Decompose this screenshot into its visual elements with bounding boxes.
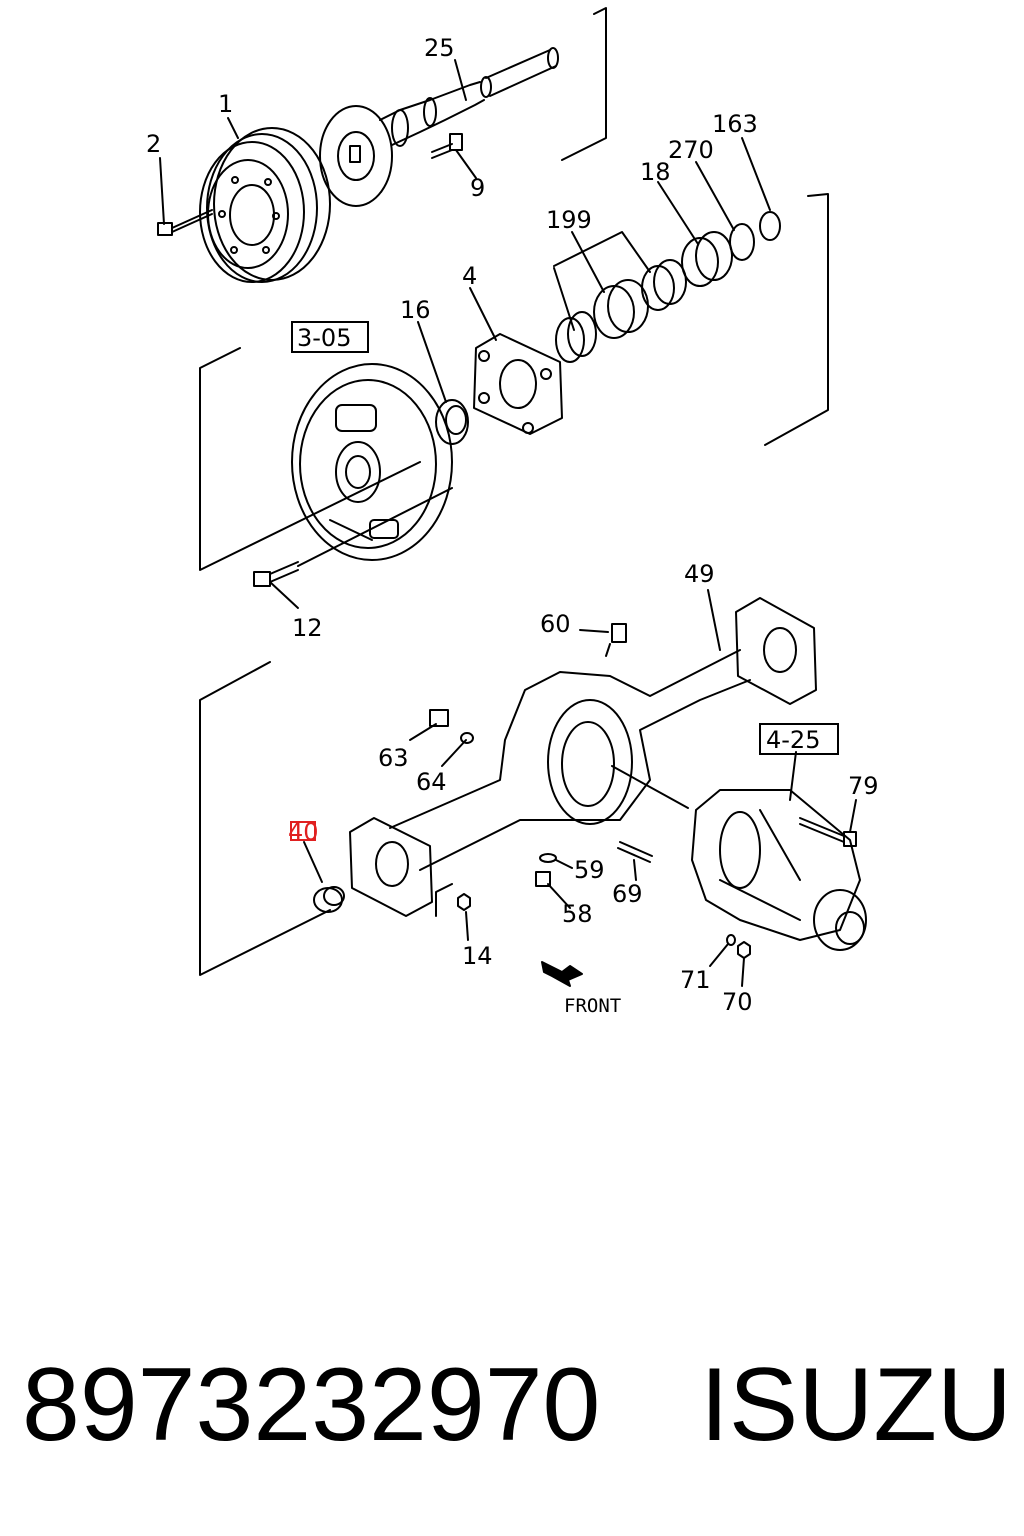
callout-79: 79 bbox=[848, 772, 879, 800]
housing-nut bbox=[457, 893, 471, 911]
callout-69: 69 bbox=[612, 880, 643, 908]
callout-12: 12 bbox=[292, 614, 323, 642]
ref-box-3-05 bbox=[291, 321, 369, 353]
brand-name: ISUZU bbox=[700, 1347, 1012, 1463]
brake-assembly bbox=[291, 363, 453, 561]
ref-box-4-25-label: 4-25 bbox=[766, 726, 820, 754]
callout-163: 163 bbox=[712, 110, 758, 138]
axle-housing bbox=[349, 597, 817, 917]
bracket-lines bbox=[199, 7, 829, 976]
callout-25: 25 bbox=[424, 34, 455, 62]
part-number: 8973232970 bbox=[22, 1347, 601, 1463]
callout-4: 4 bbox=[462, 262, 477, 290]
brake-bolt bbox=[253, 561, 299, 587]
callout-2: 2 bbox=[146, 130, 161, 158]
bearing-retainer bbox=[473, 333, 563, 435]
carrier-stud bbox=[617, 841, 653, 863]
callout-49: 49 bbox=[684, 560, 715, 588]
callout-40: 40 bbox=[288, 818, 319, 846]
ref-box-4-25 bbox=[759, 723, 839, 755]
callout-59: 59 bbox=[574, 856, 605, 884]
bearing-set bbox=[555, 211, 781, 363]
axle-shaft bbox=[319, 47, 559, 207]
callout-63: 63 bbox=[378, 744, 409, 772]
leader-lines bbox=[159, 59, 857, 987]
ref-box-3-05-label: 3-05 bbox=[297, 324, 351, 352]
wheel-stud bbox=[431, 133, 463, 159]
callout-14: 14 bbox=[462, 942, 493, 970]
carrier-nuts bbox=[726, 934, 751, 959]
callout-1: 1 bbox=[218, 90, 233, 118]
callout-64: 64 bbox=[416, 768, 447, 796]
callout-18: 18 bbox=[640, 158, 671, 186]
front-arrow-icon bbox=[541, 961, 583, 987]
inner-oil-seal bbox=[313, 886, 345, 913]
callout-58: 58 bbox=[562, 900, 593, 928]
callout-9: 9 bbox=[470, 174, 485, 202]
callout-70: 70 bbox=[722, 988, 753, 1016]
exploded-axle-diagram: 3-05 4-25 25 1 2 9 163 270 18 199 4 16 1… bbox=[146, 7, 879, 1017]
callout-16: 16 bbox=[400, 296, 431, 324]
callout-71: 71 bbox=[680, 966, 711, 994]
filler-plug bbox=[429, 709, 474, 744]
callout-199: 199 bbox=[546, 206, 592, 234]
brake-drum bbox=[199, 127, 331, 283]
differential-carrier bbox=[691, 789, 867, 951]
oil-seal bbox=[435, 399, 469, 445]
callout-270: 270 bbox=[668, 136, 714, 164]
callout-60: 60 bbox=[540, 610, 571, 638]
front-label: FRONT bbox=[564, 995, 621, 1017]
drum-bolt bbox=[157, 209, 213, 236]
breather-plug bbox=[605, 623, 627, 657]
highlight-box bbox=[290, 821, 316, 841]
drain-plug bbox=[535, 853, 557, 887]
